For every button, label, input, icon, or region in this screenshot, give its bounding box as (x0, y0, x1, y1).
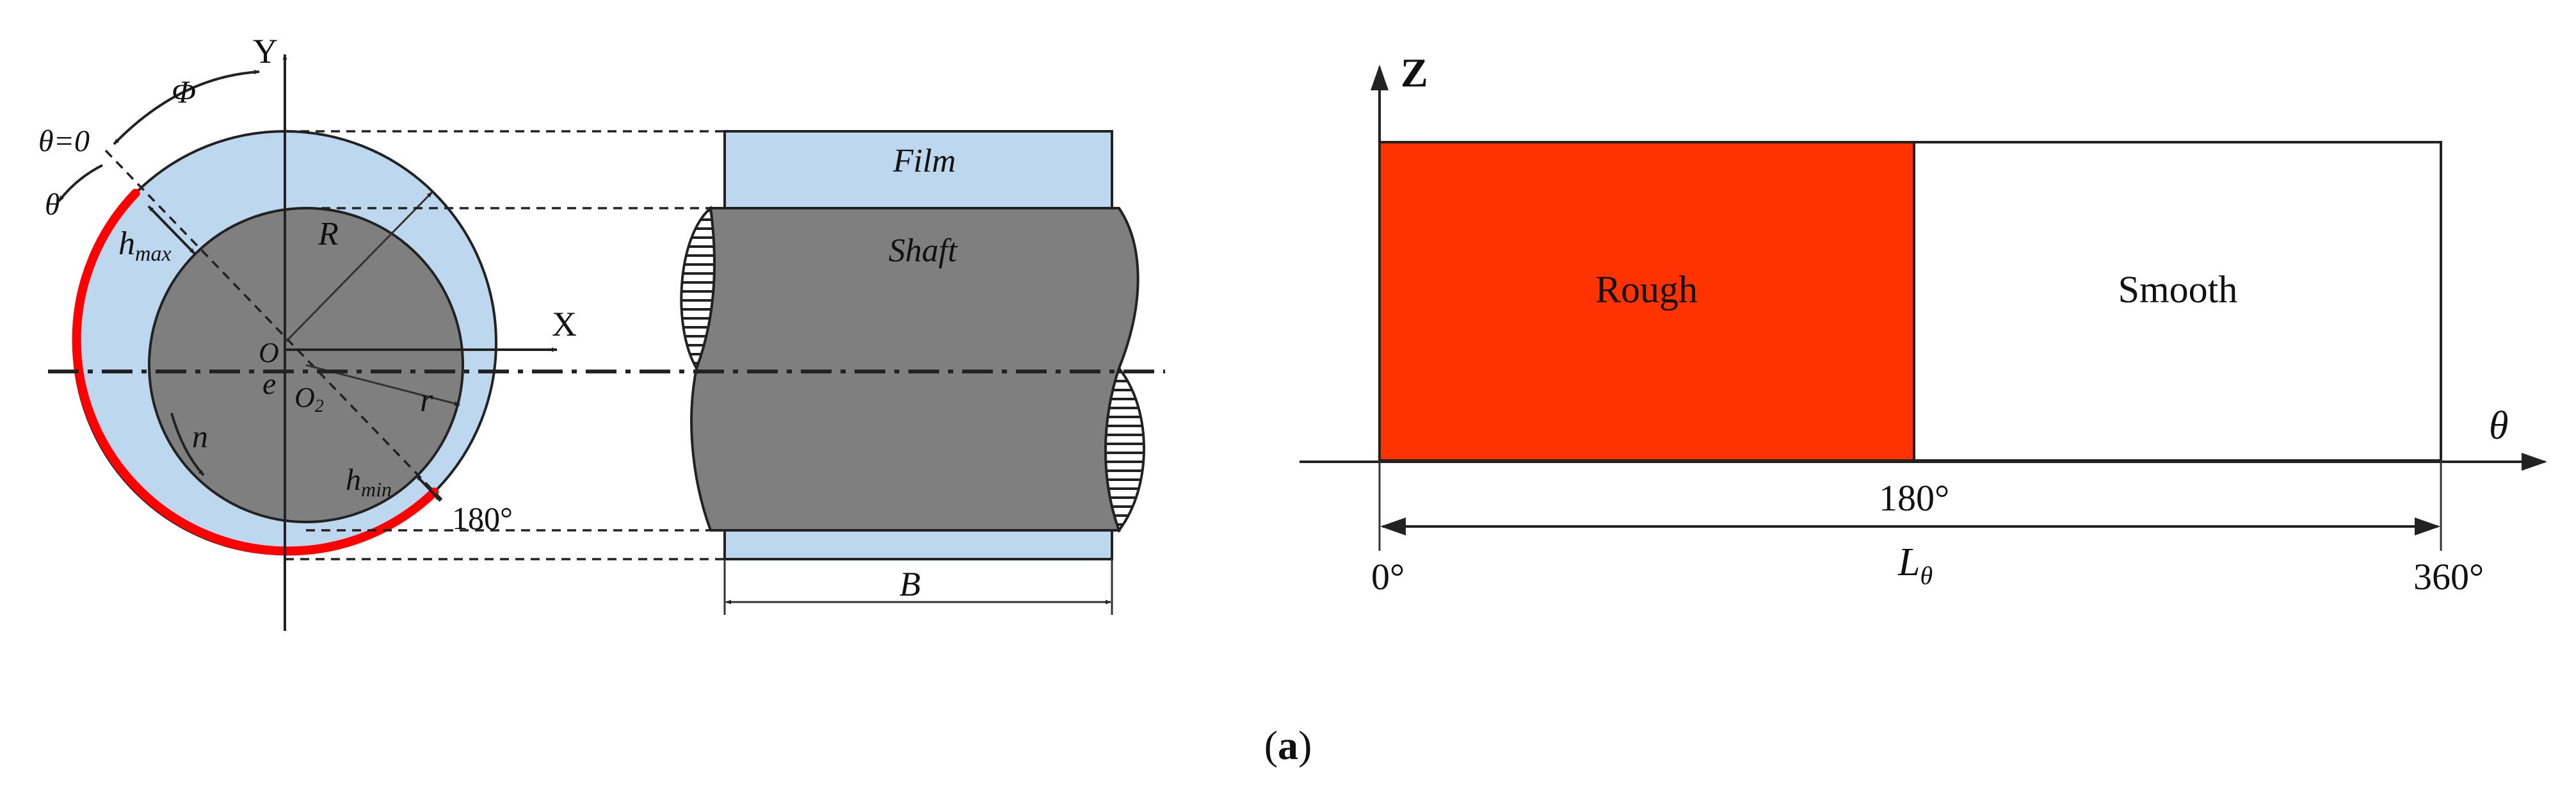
center-o2-label: O2 (294, 382, 324, 416)
shaft-right-break-hatch (1104, 365, 1145, 534)
small-radius-label: r (420, 382, 433, 419)
width-label: B (899, 565, 921, 603)
tick-0-label: 0° (1371, 556, 1405, 598)
surface-map: Rough Smooth Z θ 0° 180° 360° Lθ (1300, 50, 2547, 598)
z-axis-label: Z (1401, 50, 1428, 95)
length-label: Lθ (1897, 541, 1933, 590)
h-max-arrow (147, 205, 196, 255)
rough-label: Rough (1595, 268, 1698, 311)
h-min-label: hmin (346, 463, 392, 501)
rotation-arrow (170, 412, 205, 477)
big-radius-line (284, 191, 433, 344)
theta-zero-label: θ=0 (38, 124, 90, 158)
phi-arc (113, 69, 260, 145)
film-top (723, 130, 1113, 209)
smooth-label: Smooth (2118, 268, 2238, 311)
rough-region (1378, 141, 1915, 462)
center-o-label: O (259, 337, 279, 368)
bearing-side-view: Film Shaft B (48, 130, 1165, 615)
shaft-left-break-hatch (680, 206, 716, 371)
eccentricity-label: e (262, 367, 276, 401)
big-radius-label: R (318, 216, 339, 252)
smooth-region (1913, 141, 2442, 462)
rough-region-arc (72, 188, 439, 556)
figure-caption: (a) (1264, 722, 1312, 768)
film-bottom (723, 529, 1113, 560)
phi-label: Φ (172, 74, 196, 110)
theta-arc (58, 164, 103, 202)
tick-180-label: 180° (1879, 477, 1949, 519)
h-max-label: hmax (118, 225, 172, 266)
h-min-arrow (415, 474, 442, 502)
theta-axis-label: θ (2489, 404, 2508, 448)
shaft-label: Shaft (889, 232, 958, 269)
bearing-cross-section: Y X Φ θ=0 θ hmax hmin 180° R r O e O2 n (38, 32, 577, 631)
y-axis-label: Y (253, 32, 278, 70)
rotation-label: n (192, 418, 208, 454)
x-axis-label: X (552, 305, 577, 343)
tick-360-label: 360° (2413, 556, 2484, 598)
film-label: Film (892, 143, 956, 179)
theta-label: θ (45, 188, 60, 222)
